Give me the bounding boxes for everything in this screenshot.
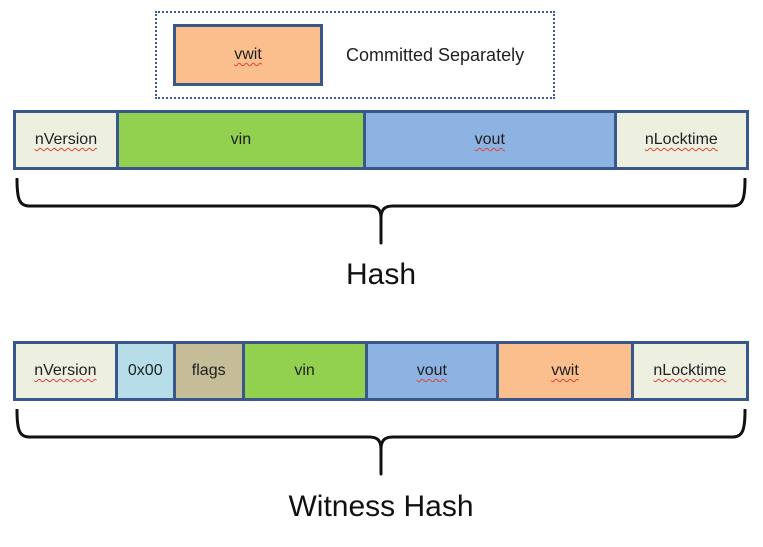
field-cell-vout: vout: [364, 344, 497, 398]
vwit-legend-label: vwit: [234, 46, 262, 63]
hash-label: Hash: [345, 258, 417, 291]
field-label: nVersion: [34, 131, 98, 148]
hash-brace: [15, 178, 747, 245]
field-label: flags: [191, 362, 226, 379]
field-cell-vout: vout: [362, 113, 614, 167]
field-label: vin: [230, 131, 252, 148]
witness-hash-row: nVersion 0x00 flags vin vout vwit nLocktime: [13, 341, 749, 401]
field-label: vwit: [551, 362, 579, 379]
hash-row: nVersion vin vout nLocktime: [13, 110, 749, 170]
legend-caption: Committed Separately: [346, 44, 525, 65]
field-label: nLocktime: [644, 131, 718, 148]
field-cell-nlocktime: nLocktime: [630, 344, 746, 398]
vwit-legend-swatch: vwit: [173, 24, 323, 86]
field-label: nLocktime: [653, 362, 727, 379]
field-label: vout: [416, 362, 447, 379]
field-cell-nversion: nVersion: [16, 113, 116, 167]
field-label: vout: [474, 131, 505, 148]
legend-box: vwit Committed Separately: [155, 11, 555, 99]
field-cell-0x00: 0x00: [114, 344, 173, 398]
field-cell-vwit: vwit: [496, 344, 631, 398]
field-label: 0x00: [127, 362, 163, 379]
witness-hash-brace: [15, 409, 747, 476]
field-cell-vin: vin: [241, 344, 365, 398]
field-cell-vin: vin: [115, 113, 363, 167]
field-cell-flags: flags: [172, 344, 242, 398]
witness-hash-label: Witness Hash: [288, 490, 474, 523]
field-label: nVersion: [34, 362, 97, 379]
field-cell-nlocktime: nLocktime: [613, 113, 746, 167]
field-cell-nversion: nVersion: [16, 344, 115, 398]
field-label: vin: [294, 362, 315, 379]
